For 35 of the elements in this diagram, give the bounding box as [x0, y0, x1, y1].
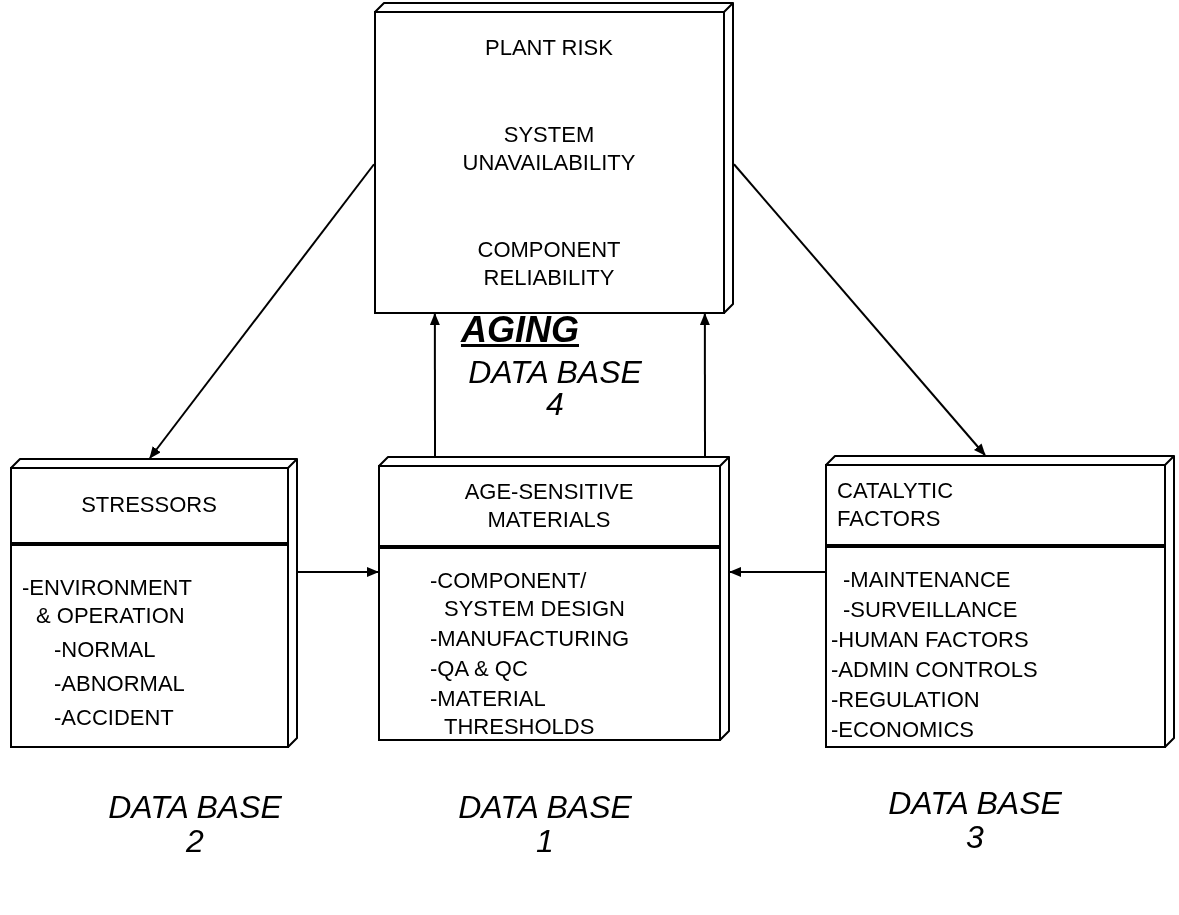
list-item: -MAINTENANCE: [842, 566, 1012, 594]
process-box: [374, 2, 734, 314]
arrow: [297, 567, 379, 577]
process-box: [10, 458, 298, 748]
list-item: -REGULATION: [831, 686, 981, 714]
list-item: -HUMAN FACTORS: [831, 626, 1030, 654]
list-item: -NORMAL: [53, 636, 157, 664]
box-text: PLANT RISK: [485, 34, 613, 62]
box-heading: AGE-SENSITIVE MATERIALS: [463, 477, 635, 534]
list-item: -ECONOMICS: [831, 716, 975, 744]
arrow: [429, 313, 440, 457]
database-label: DATA BASE 2: [107, 790, 283, 858]
list-item: -SURVEILLANCE: [842, 596, 1019, 624]
box-text: SYSTEM UNAVAILABILITY: [461, 121, 637, 177]
list-item: -MANUFACTURING: [430, 625, 631, 653]
process-box: [825, 455, 1175, 748]
list-item: -QA & QC: [430, 655, 529, 683]
arrow: [733, 163, 986, 456]
arrow: [148, 163, 375, 459]
list-item: -MATERIAL THRESHOLDS: [430, 685, 596, 741]
list-item: -ADMIN CONTROLS: [831, 656, 1039, 684]
box-heading: CATALYTIC FACTORS: [837, 476, 955, 533]
list-item: -ACCIDENT: [53, 704, 175, 732]
box-heading: STRESSORS: [81, 491, 217, 519]
database-label: DATA BASE 1: [457, 790, 633, 858]
list-item: -ABNORMAL: [53, 670, 186, 698]
arrow: [729, 567, 826, 577]
list-item: -ENVIRONMENT & OPERATION: [22, 574, 193, 630]
database-label: DATA BASE 3: [887, 786, 1063, 854]
heading-label: AGING: [459, 310, 580, 350]
process-box: [378, 456, 730, 741]
box-text: COMPONENT RELIABILITY: [476, 236, 622, 292]
list-item: -COMPONENT/ SYSTEM DESIGN: [430, 567, 626, 623]
arrow: [699, 313, 710, 457]
database-label: DATA BASE 4: [467, 356, 643, 420]
